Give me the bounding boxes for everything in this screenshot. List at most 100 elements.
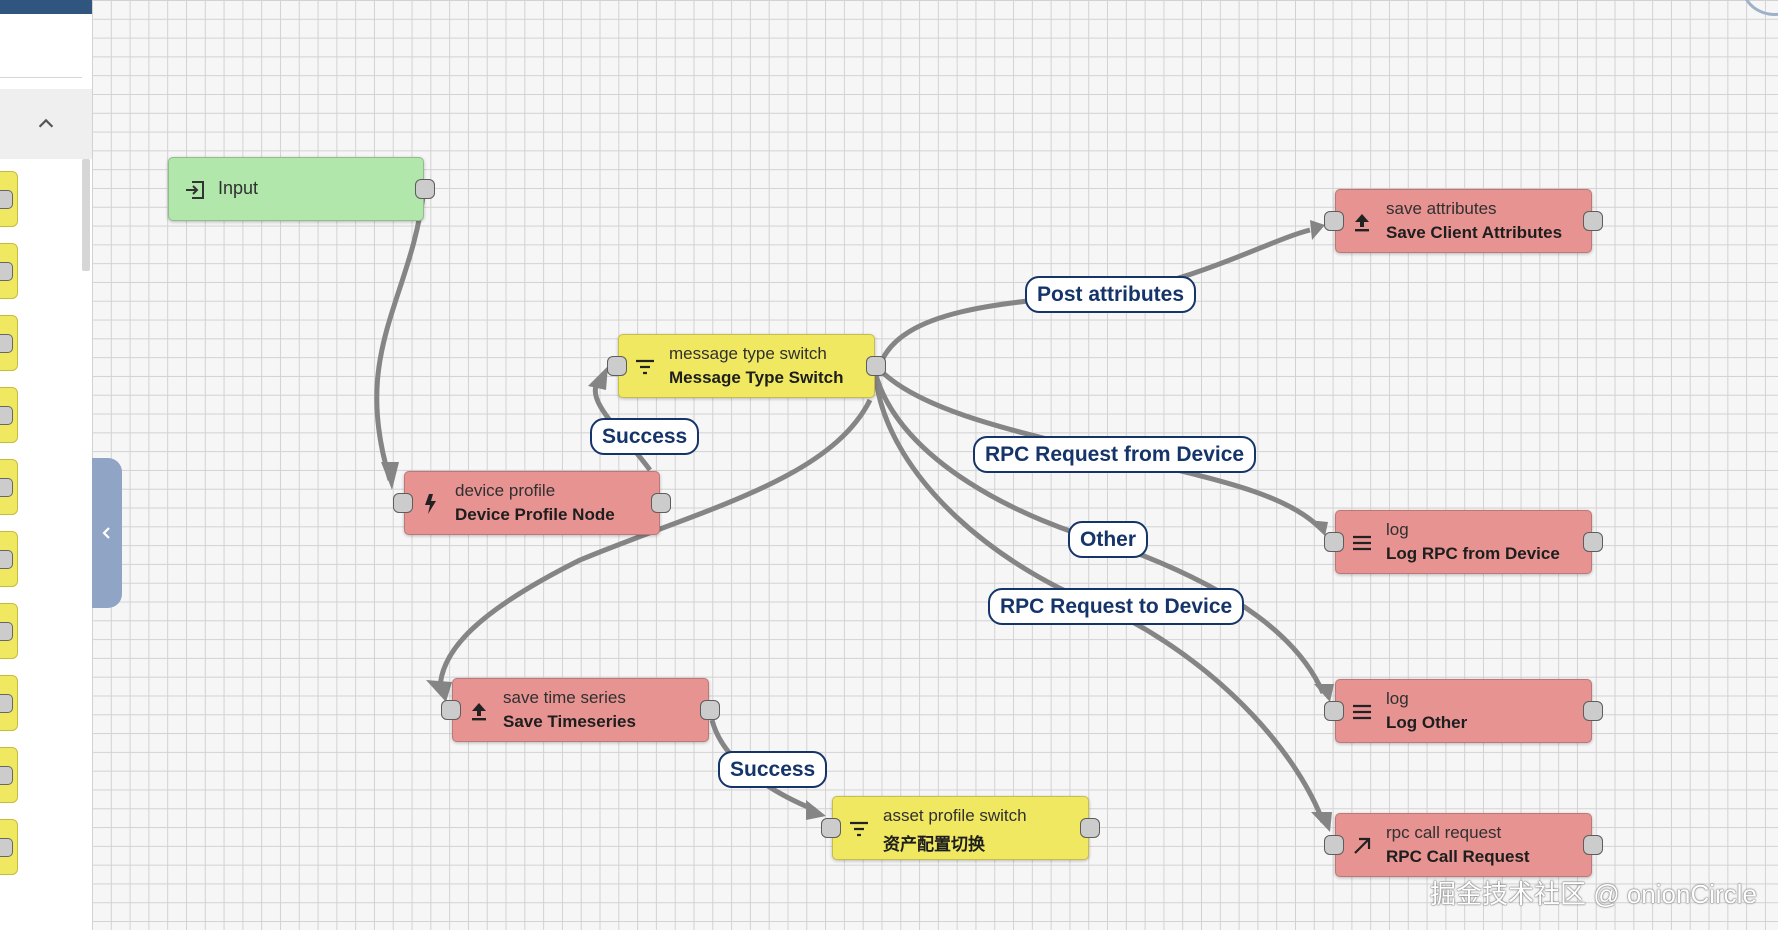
input-port[interactable] — [1324, 532, 1344, 552]
palette-node-item[interactable] — [0, 675, 18, 731]
palette-node-port — [0, 478, 13, 497]
node-type: log — [1386, 689, 1409, 708]
palette-node-port — [0, 766, 13, 785]
edge-arrowhead — [381, 462, 399, 490]
edge-label-other[interactable]: Other — [1068, 521, 1149, 558]
node-label: Input — [218, 178, 259, 198]
edge-label-success[interactable]: Success — [718, 751, 828, 788]
chevron-left-icon — [102, 527, 110, 539]
palette-group-header[interactable] — [0, 89, 92, 159]
output-port[interactable] — [1080, 818, 1100, 838]
edge-arrowhead — [1311, 812, 1332, 832]
output-port[interactable] — [866, 356, 886, 376]
sidebar-scrollbar[interactable] — [82, 159, 90, 271]
input-port[interactable] — [821, 818, 841, 838]
palette-node-item[interactable] — [0, 819, 18, 875]
output-port[interactable] — [1583, 211, 1603, 231]
login-icon — [186, 181, 204, 199]
node-name: Device Profile Node — [455, 505, 615, 524]
node-type: device profile — [455, 481, 556, 500]
output-port[interactable] — [1583, 532, 1603, 552]
output-port[interactable] — [415, 179, 435, 199]
edge-arrowhead — [806, 800, 826, 820]
node-name: Save Timeseries — [503, 712, 636, 731]
sidebar-divider — [0, 77, 82, 78]
palette-node-item[interactable] — [0, 315, 18, 371]
upload-icon — [1355, 214, 1369, 232]
edge-post-telemetry[interactable] — [437, 398, 873, 691]
edge-label-success[interactable]: Success — [590, 418, 700, 455]
edge-label-rpc-request-from-device[interactable]: RPC Request from Device — [973, 436, 1257, 473]
output-port[interactable] — [700, 700, 720, 720]
arrow-up-right-icon — [1354, 837, 1371, 854]
input-port[interactable] — [441, 700, 461, 720]
edge-label-post-attributes[interactable]: Post attributes — [1025, 276, 1197, 313]
node-save-timeseries[interactable]: save time series Save Timeseries — [441, 678, 720, 742]
node-rpc-call-request[interactable]: rpc call request RPC Call Request — [1324, 813, 1603, 877]
sidebar-toggle-button[interactable] — [92, 458, 122, 608]
output-port[interactable] — [1583, 835, 1603, 855]
node-type: message type switch — [669, 344, 827, 363]
node-type: asset profile switch — [883, 806, 1027, 825]
output-port[interactable] — [651, 493, 671, 513]
palette-node-item[interactable] — [0, 243, 18, 299]
node-palette-sidebar — [0, 0, 93, 930]
node-name: RPC Call Request — [1386, 847, 1530, 866]
node-log-rpc-from-device[interactable]: log Log RPC from Device — [1324, 510, 1603, 574]
node-name: 资产配置切换 — [883, 835, 985, 854]
node-name: Save Client Attributes — [1386, 223, 1563, 242]
palette-node-item[interactable] — [0, 171, 18, 227]
node-name: Log RPC from Device — [1386, 544, 1560, 563]
palette-node-port — [0, 406, 13, 425]
watermark: 掘金技术社区 @ onionCircle — [1430, 879, 1757, 909]
upload-icon — [472, 703, 486, 721]
palette-node-port — [0, 190, 13, 209]
flash-icon — [425, 494, 436, 514]
rule-chain-canvas[interactable] — [92, 0, 1778, 930]
edge-arrowhead — [1310, 220, 1325, 240]
node-input[interactable]: Input — [168, 157, 435, 221]
sidebar-top-bar — [0, 0, 92, 14]
menu-icon — [1353, 704, 1371, 720]
node-log-other[interactable]: log Log Other — [1324, 679, 1603, 743]
edge-device-profile-success[interactable] — [592, 380, 652, 472]
node-name: Message Type Switch — [669, 368, 844, 387]
input-port[interactable] — [1324, 211, 1344, 231]
input-port[interactable] — [393, 493, 413, 513]
edge-arrowhead — [426, 680, 452, 702]
edge-input-to-device-profile[interactable] — [374, 187, 427, 481]
palette-node-port — [0, 622, 13, 641]
node-save-client-attributes[interactable]: save attributes Save Client Attributes — [1324, 189, 1603, 253]
palette-node-item[interactable] — [0, 747, 18, 803]
edge-label-rpc-request-to-device[interactable]: RPC Request to Device — [988, 588, 1245, 625]
node-type: save time series — [503, 688, 626, 707]
palette-node-item[interactable] — [0, 459, 18, 515]
chevron-up-icon — [38, 118, 54, 128]
output-port[interactable] — [1583, 701, 1603, 721]
palette-node-port — [0, 694, 13, 713]
palette-node-port — [0, 334, 13, 353]
palette-node-item[interactable] — [0, 603, 18, 659]
node-name: Log Other — [1386, 713, 1468, 732]
node-type: save attributes — [1386, 199, 1497, 218]
palette-node-port — [0, 262, 13, 281]
palette-node-item[interactable] — [0, 387, 18, 443]
menu-icon — [1353, 535, 1371, 551]
node-type: rpc call request — [1386, 823, 1502, 842]
palette-node-port — [0, 838, 13, 857]
input-port[interactable] — [1324, 701, 1344, 721]
palette-node-item[interactable] — [0, 531, 18, 587]
node-message-type-switch[interactable]: message type switch Message Type Switch — [607, 334, 886, 398]
input-port[interactable] — [607, 356, 627, 376]
edge-arrowhead — [588, 366, 608, 390]
filter-icon — [636, 359, 654, 375]
edge-arrowhead — [1314, 684, 1334, 702]
input-port[interactable] — [1324, 835, 1344, 855]
node-asset-profile-switch[interactable]: asset profile switch 资产配置切换 — [821, 796, 1100, 860]
filter-icon — [850, 821, 868, 837]
edge-arrowhead — [1308, 520, 1328, 536]
node-type: log — [1386, 520, 1409, 539]
palette-node-port — [0, 550, 13, 569]
node-device-profile[interactable]: device profile Device Profile Node — [393, 471, 671, 535]
